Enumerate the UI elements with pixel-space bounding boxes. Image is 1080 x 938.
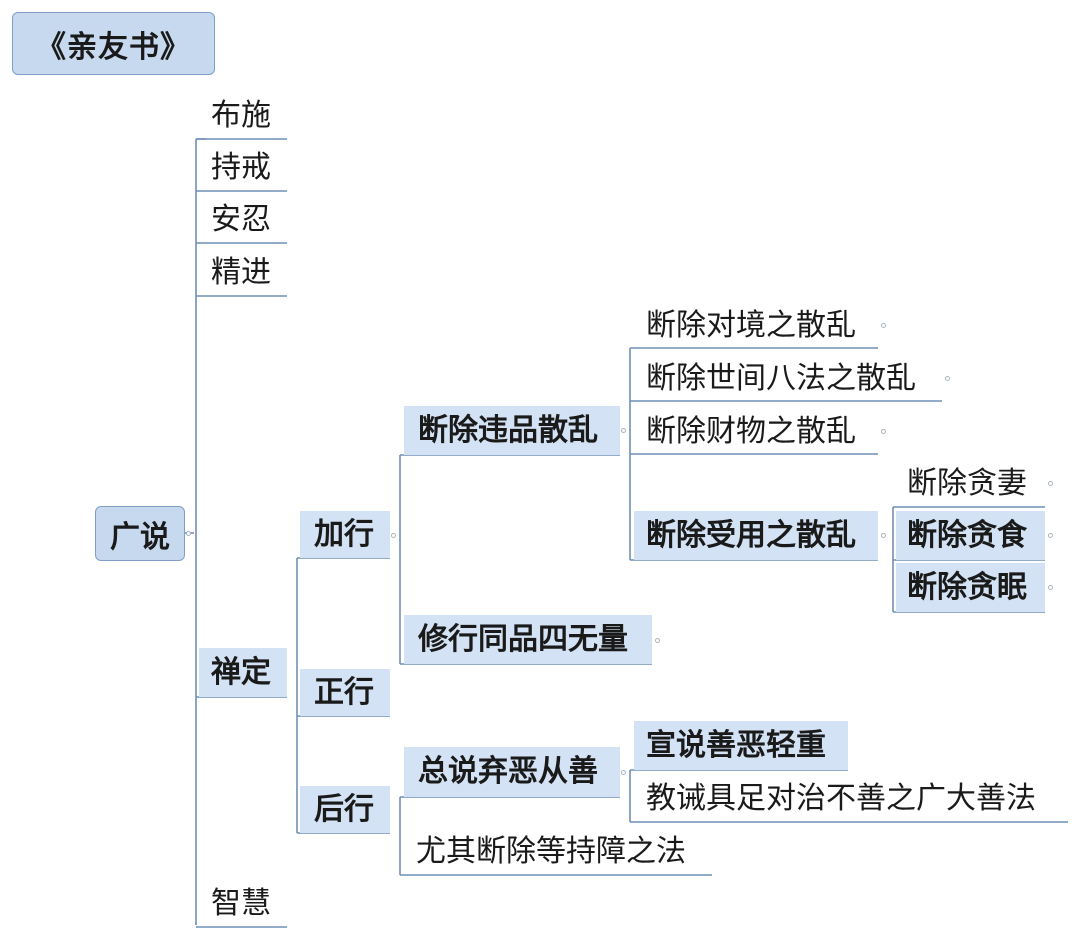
node-shi[interactable]: 断除贪食 — [896, 511, 1045, 560]
node-chanding[interactable]: 禅定 — [199, 648, 287, 697]
node-bushi[interactable]: 布施 — [211, 98, 271, 133]
expand-indicator-tongpin[interactable] — [655, 638, 660, 643]
node-mian[interactable]: 断除贪眠 — [896, 563, 1045, 612]
node-houxing[interactable]: 后行 — [300, 786, 390, 833]
collapse-indicator-jiaxing[interactable] — [391, 533, 396, 538]
node-duijing[interactable]: 断除对境之散乱 — [646, 308, 856, 343]
expand-indicator-bafa[interactable] — [945, 376, 950, 381]
node-zhihui[interactable]: 智慧 — [211, 886, 271, 921]
node-zongshuo[interactable]: 总说弃恶从善 — [404, 747, 620, 797]
expand-indicator-mian[interactable] — [1048, 585, 1053, 590]
connector-spine-l1 — [195, 138, 206, 925]
node-jingjin[interactable]: 精进 — [211, 255, 271, 290]
expand-indicator-shi[interactable] — [1048, 533, 1053, 538]
node-jiaxing[interactable]: 加行 — [300, 511, 390, 558]
collapse-indicator-weipin[interactable] — [621, 428, 626, 433]
node-jiaojie[interactable]: 教诫具足对治不善之广大善法 — [646, 781, 1036, 816]
node-xuanshuo[interactable]: 宣说善恶轻重 — [634, 721, 848, 770]
node-anren[interactable]: 安忍 — [211, 202, 271, 237]
node-bafa[interactable]: 断除世间八法之散乱 — [646, 361, 916, 396]
node-caiwu[interactable]: 断除财物之散乱 — [646, 414, 856, 449]
node-youqi[interactable]: 尤其断除等持障之法 — [416, 834, 686, 869]
root-node[interactable]: 广说 — [95, 506, 185, 561]
node-tongpin[interactable]: 修行同品四无量 — [404, 615, 652, 664]
node-zhengxing[interactable]: 正行 — [300, 669, 390, 716]
page-title: 《亲友书》 — [12, 12, 215, 75]
collapse-indicator-zongshuo[interactable] — [621, 770, 626, 775]
node-chijie[interactable]: 持戒 — [211, 150, 271, 185]
expand-indicator-qi[interactable] — [1048, 481, 1053, 486]
node-weipin[interactable]: 断除违品散乱 — [404, 406, 620, 455]
node-qi[interactable]: 断除贪妻 — [907, 466, 1027, 501]
expand-indicator-duijing[interactable] — [881, 323, 886, 328]
expand-indicator-caiwu[interactable] — [881, 429, 886, 434]
collapse-indicator-root[interactable] — [186, 531, 191, 536]
collapse-indicator-shouyong[interactable] — [881, 533, 886, 538]
node-shouyong[interactable]: 断除受用之散乱 — [634, 511, 878, 560]
